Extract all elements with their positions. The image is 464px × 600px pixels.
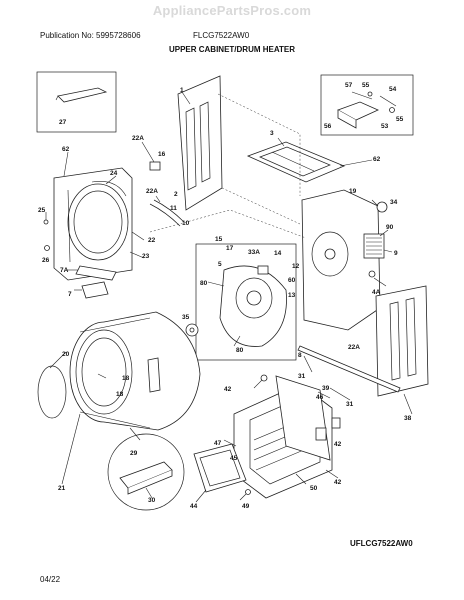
- callout: 42: [334, 441, 342, 448]
- callout: 31: [346, 401, 354, 408]
- callout: 14: [274, 250, 282, 257]
- callout: 20: [62, 351, 70, 358]
- callout: 21: [58, 485, 66, 492]
- part-9-rear-panel: [301, 189, 381, 331]
- callout: 13: [288, 292, 296, 299]
- site-watermark: AppliancePartsPros.com: [152, 3, 312, 18]
- inset-box-15: [195, 243, 297, 361]
- callout: 54: [389, 86, 397, 93]
- callout: 27: [59, 119, 67, 126]
- callout: 62: [62, 146, 70, 153]
- callout: 3: [270, 130, 274, 137]
- revision-date: 04/22: [40, 575, 61, 584]
- callout: 26: [42, 257, 50, 264]
- callout: 1: [180, 87, 184, 94]
- callout: 53: [381, 123, 389, 130]
- callout: 22A: [146, 188, 158, 195]
- callout: 38: [404, 415, 412, 422]
- callout: 42: [334, 479, 342, 486]
- callout: 55: [362, 82, 370, 89]
- inset-box-27: [36, 71, 117, 133]
- callout: 29: [130, 450, 138, 457]
- callout: 39: [322, 385, 330, 392]
- detail-circle-29: [107, 433, 185, 511]
- callout: 90: [386, 224, 394, 231]
- callout: 8: [298, 352, 302, 359]
- callout: 42: [224, 386, 232, 393]
- part-3-filter-frame: [246, 141, 346, 183]
- callout: 80: [200, 280, 208, 287]
- diagram-code: UFLCG7522AW0: [350, 539, 413, 548]
- callout: 5: [218, 261, 222, 268]
- part-7-hinge: [81, 281, 109, 299]
- part-34-thermostat: [376, 201, 388, 213]
- part-38-side-panel: [375, 285, 429, 397]
- callout: 23: [142, 253, 150, 260]
- inset-box-57: [320, 74, 414, 136]
- callout: 25: [38, 207, 46, 214]
- callout: 24: [110, 170, 118, 177]
- callout: 55: [396, 116, 404, 123]
- callout: 31: [298, 373, 306, 380]
- callout: 18: [116, 391, 124, 398]
- callout-labels: 27 1 22A 16 3 62 57 55 54 56 53 55 62 24…: [38, 82, 412, 510]
- callout: 47: [214, 440, 222, 447]
- callout: 62: [373, 156, 381, 163]
- callout: 50: [310, 485, 318, 492]
- callout: 30: [148, 497, 156, 504]
- part-39-rail: [297, 345, 401, 393]
- part-16-clip: [149, 161, 161, 171]
- callout: 12: [292, 263, 300, 270]
- callout: 44: [190, 503, 198, 510]
- diagram-title: UPPER CABINET/DRUM HEATER: [168, 45, 296, 54]
- callout: 15: [215, 236, 223, 243]
- part-20-ring: [37, 365, 67, 419]
- callout: 10: [182, 220, 190, 227]
- callout: 22A: [348, 344, 360, 351]
- callout: 34: [390, 199, 398, 206]
- callout: 57: [345, 82, 353, 89]
- callout: 80: [236, 347, 244, 354]
- callout: 35: [182, 314, 190, 321]
- publication-number: Publication No: 5995728606: [40, 31, 141, 40]
- callout: 7A: [60, 267, 69, 274]
- part-80-bulkhead: [219, 265, 287, 347]
- callout: 2: [174, 191, 178, 198]
- callout: 18: [122, 375, 130, 382]
- callout: 22A: [132, 135, 144, 142]
- callout: 4A: [372, 289, 381, 296]
- callout: 22: [148, 237, 156, 244]
- part-7A-bracket: [75, 265, 117, 281]
- model-number: FLCG7522AW0: [193, 31, 250, 40]
- part-10-strip: [149, 203, 181, 227]
- callout: 9: [394, 250, 398, 257]
- callout: 60: [288, 277, 296, 284]
- callout: 11: [170, 205, 177, 212]
- callout: 46: [316, 394, 324, 401]
- callout: 45: [230, 455, 238, 462]
- callout: 17: [226, 245, 234, 252]
- callout: 19: [349, 188, 357, 195]
- part-27-bracket: [57, 87, 108, 103]
- callout: 16: [158, 151, 166, 158]
- callout: 49: [242, 503, 250, 510]
- callout: 7: [68, 291, 72, 298]
- part-56-switch: [337, 101, 379, 121]
- callout: 56: [324, 123, 332, 130]
- callout: 33A: [248, 249, 260, 256]
